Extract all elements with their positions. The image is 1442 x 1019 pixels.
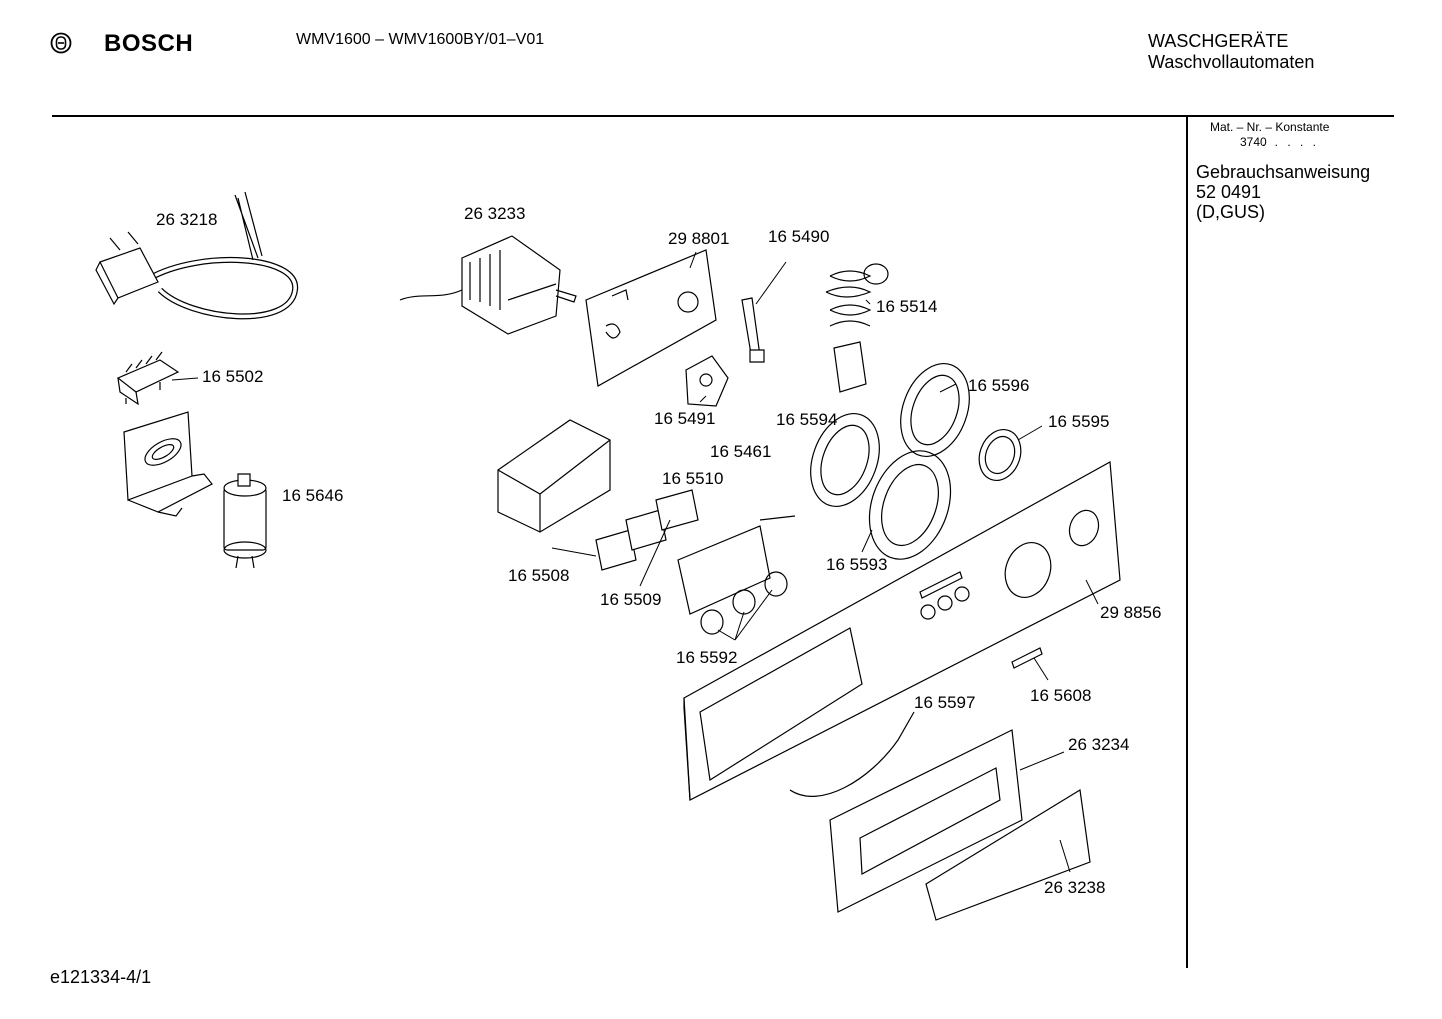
lever-drawing [742,298,764,362]
part-number-label: 16 5595 [1048,412,1110,431]
part-number-label: 16 5594 [776,410,838,429]
capacitor-drawing [224,474,266,568]
manual-title: Gebrauchsanweisung [1196,162,1371,182]
part-number-label: 16 5596 [968,376,1030,395]
bracket-drawing [124,412,212,516]
part-number-label: 16 5510 [662,469,724,488]
part-number-label: 16 5646 [282,486,344,505]
part-number-label: 16 5509 [600,590,662,609]
header-divider [52,115,1394,117]
category-title: WASCHGERÄTE [1148,31,1289,51]
part-number-label: 16 5461 [710,442,772,461]
terminal-block-drawing [118,352,178,404]
model-number: WMV1600 – WMV1600BY/01–V01 [296,31,545,48]
mat-nr-label: Mat. – Nr. – Konstante [1210,120,1330,134]
manual-info: Gebrauchsanweisung 52 0491 (D,GUS) [1196,162,1370,222]
brand-name: BOSCH [104,30,194,57]
part-number-label: 16 5592 [676,648,738,667]
door-frame-drawing [790,712,1090,920]
programmer-bracket-drawing [586,250,716,386]
cam-disc-drawing [686,356,728,406]
part-number-label: 16 5491 [654,409,716,428]
pressure-switch-drawing [826,264,888,392]
part-number-label: 16 5502 [202,367,264,386]
category-subtitle: Waschvollautomaten [1148,52,1315,72]
part-number-label: 29 8856 [1100,603,1162,622]
power-cable-drawing [96,192,295,316]
part-number-label: 16 5514 [876,297,938,316]
part-number-label: 16 5508 [508,566,570,585]
part-number-label: 26 3218 [156,210,218,229]
part-number-label: 26 3233 [464,204,526,223]
part-number-label: 16 5593 [826,555,888,574]
manual-language: (D,GUS) [1196,202,1265,222]
switch-housing-drawing [498,420,610,532]
konstante-value: 3740 [1240,135,1267,149]
part-number-label: 26 3238 [1044,878,1106,897]
part-number-label: 29 8801 [668,229,730,248]
manual-number: 52 0491 [1196,182,1262,202]
control-panel-drawing [684,462,1120,800]
part-number-label: 16 5608 [1030,686,1092,705]
konstante-dots: . . . . . [1262,135,1320,149]
side-panel-divider [1186,116,1188,968]
part-number-label: 16 5597 [914,693,976,712]
programmer-drawing [400,236,576,334]
part-number-label: 26 3234 [1068,735,1130,754]
part-number-label: 16 5490 [768,227,830,246]
push-buttons-drawing [596,490,795,634]
bosch-logo-icon [50,32,72,54]
leader-lines [172,252,1098,872]
knob-rings-drawing [799,354,1028,571]
drawing-id: e121334-4/1 [50,967,152,987]
